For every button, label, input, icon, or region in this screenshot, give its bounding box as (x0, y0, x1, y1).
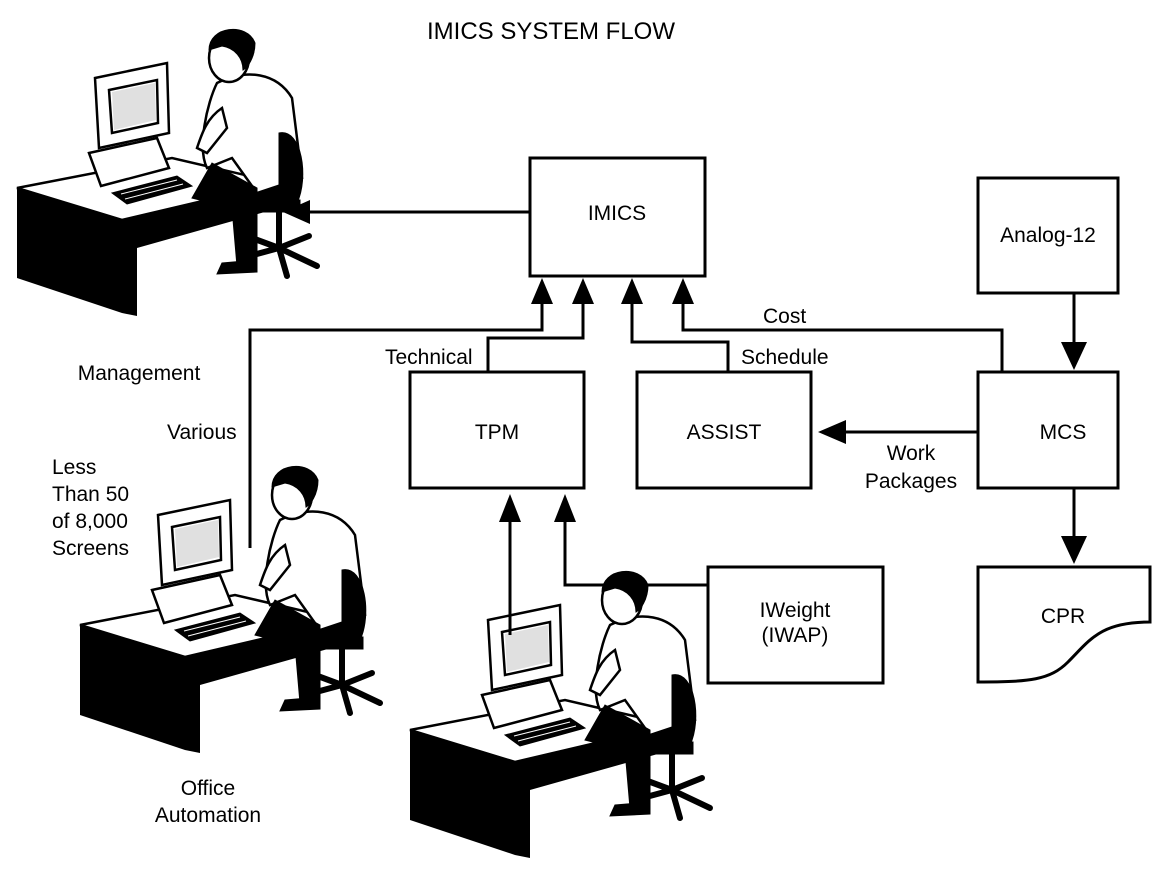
cpr-label: CPR (1041, 605, 1085, 628)
workstation-to-tpm-arrowhead (499, 494, 521, 522)
screens-note-line2: Than 50 (52, 483, 129, 506)
screens-note-line4: Screens (52, 537, 129, 560)
office-automation-label-line2: Automation (155, 804, 261, 827)
assist-box: ASSIST (635, 370, 813, 490)
management-workstation (17, 29, 317, 316)
technical-label: Technical (385, 346, 473, 369)
screens-note-line1: Less (52, 456, 96, 479)
mcs-to-imics-arrowhead (672, 278, 694, 304)
mcs-to-imics-line (681, 298, 1004, 372)
diagram-title: IMICS SYSTEM FLOW (427, 18, 675, 45)
mcs-box: MCS (976, 370, 1120, 490)
imics-box: IMICS (528, 156, 707, 278)
iweight-to-tpm-arrowhead (554, 494, 576, 522)
various-to-imics-arrowhead (531, 278, 553, 304)
mcs-to-cpr-arrowhead (1061, 536, 1087, 564)
analog-12-box: Analog-12 (976, 176, 1120, 295)
assist-to-imics-line (630, 298, 730, 372)
analog-to-mcs-arrowhead (1061, 342, 1087, 370)
iweight-box: IWeight (IWAP) (706, 565, 885, 685)
assist-to-imics-arrowhead (621, 278, 643, 304)
iweight-to-tpm-line (563, 522, 708, 587)
office-automation-label-line1: Office (181, 777, 235, 800)
mcs-label: MCS (1040, 421, 1087, 444)
connector-lines (248, 200, 1087, 635)
management-label: Management (78, 362, 201, 385)
assist-label: ASSIST (687, 421, 762, 444)
work-packages-label-line1: Work (887, 442, 936, 465)
screens-note-line3: of 8,000 (52, 510, 128, 533)
analog-12-label: Analog-12 (1000, 224, 1096, 247)
imics-label: IMICS (588, 202, 646, 225)
tpm-label: TPM (475, 421, 519, 444)
tpm-to-imics-arrowhead (572, 278, 594, 304)
various-label: Various (167, 421, 237, 444)
iweight-label-line1: IWeight (760, 599, 831, 622)
cost-label: Cost (763, 305, 806, 328)
iweight-label-line2: (IWAP) (762, 624, 829, 647)
tpm-to-imics-line (486, 298, 585, 372)
cpr-document: CPR (976, 565, 1152, 684)
imics-to-management-arrowhead (283, 200, 310, 224)
schedule-label: Schedule (741, 346, 829, 369)
tpm-box: TPM (408, 370, 586, 490)
mcs-to-assist-arrowhead (818, 420, 846, 444)
work-packages-label-line2: Packages (865, 470, 957, 493)
various-to-imics-line (248, 298, 544, 548)
technical-workstation (410, 571, 710, 858)
